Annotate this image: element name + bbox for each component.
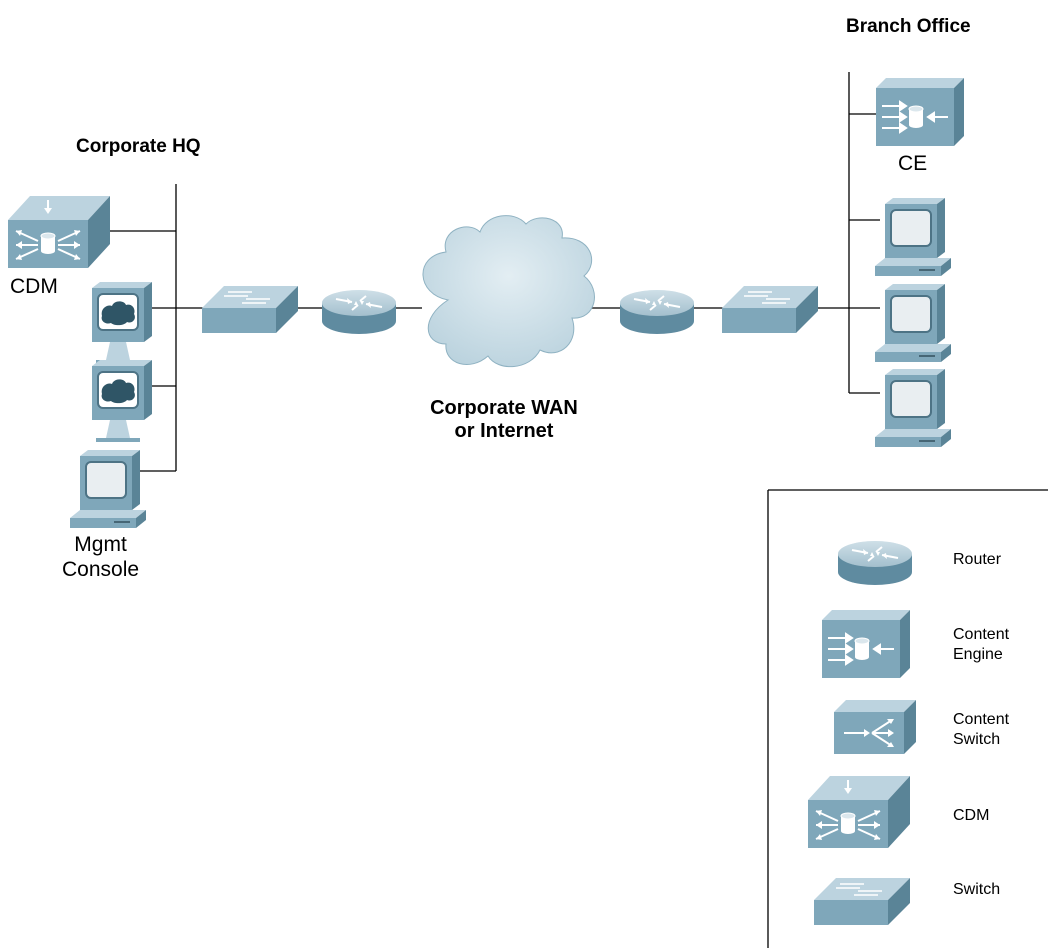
- legend-router-icon: [837, 540, 913, 586]
- hq-cdm-icon: [7, 195, 111, 269]
- wan-label-line2: or Internet: [454, 420, 554, 442]
- branch-router-icon: [619, 289, 695, 335]
- hq-workstation-icon: [91, 281, 153, 365]
- legend-box: [767, 489, 1048, 948]
- legend-content-switch-label: Content Switch: [953, 710, 1009, 750]
- branch-ce-label: CE: [898, 152, 928, 175]
- legend-content-engine-label: Content Engine: [953, 625, 1009, 665]
- legend-cdm-icon: [807, 775, 911, 849]
- wan-label: Corporate WAN or Internet: [404, 397, 604, 443]
- branch-content-engine-icon: [875, 77, 965, 147]
- wan-cloud-icon: [422, 215, 595, 368]
- legend-switch-label: Switch: [953, 881, 1001, 898]
- legend-content-engine-label-line2: Engine: [953, 646, 1003, 663]
- hq-workstation-icon: [91, 359, 153, 443]
- branch-workstation-icon: [874, 197, 952, 277]
- mgmt-console-label-line1: Mgmt: [74, 533, 127, 556]
- legend-router-label: Router: [953, 551, 1002, 568]
- hq-router-icon: [321, 289, 397, 335]
- mgmt-console-icon: [69, 449, 147, 529]
- legend-content-engine-icon: [821, 609, 911, 679]
- branch-title: Branch Office: [846, 16, 971, 37]
- legend-cdm-label: CDM: [953, 807, 990, 824]
- mgmt-console-label: Mgmt Console: [62, 532, 139, 582]
- legend-content-engine-label-line1: Content: [953, 626, 1010, 643]
- wan-label-line1: Corporate WAN: [430, 397, 578, 419]
- hq-lan-lines: [110, 72, 880, 472]
- legend-content-switch-label-line1: Content: [953, 711, 1010, 728]
- legend-switch-icon: [813, 877, 911, 926]
- mgmt-console-label-line2: Console: [62, 558, 140, 581]
- branch-workstation-icon: [874, 283, 952, 363]
- legend-content-switch-label-line2: Switch: [953, 731, 1001, 748]
- hq-switch-icon: [201, 285, 299, 334]
- branch-switch-icon: [721, 285, 819, 334]
- hq-cdm-label: CDM: [10, 275, 58, 298]
- hq-title: Corporate HQ: [76, 136, 201, 157]
- legend-content-switch-icon: [833, 699, 917, 755]
- branch-workstation-icon: [874, 368, 952, 448]
